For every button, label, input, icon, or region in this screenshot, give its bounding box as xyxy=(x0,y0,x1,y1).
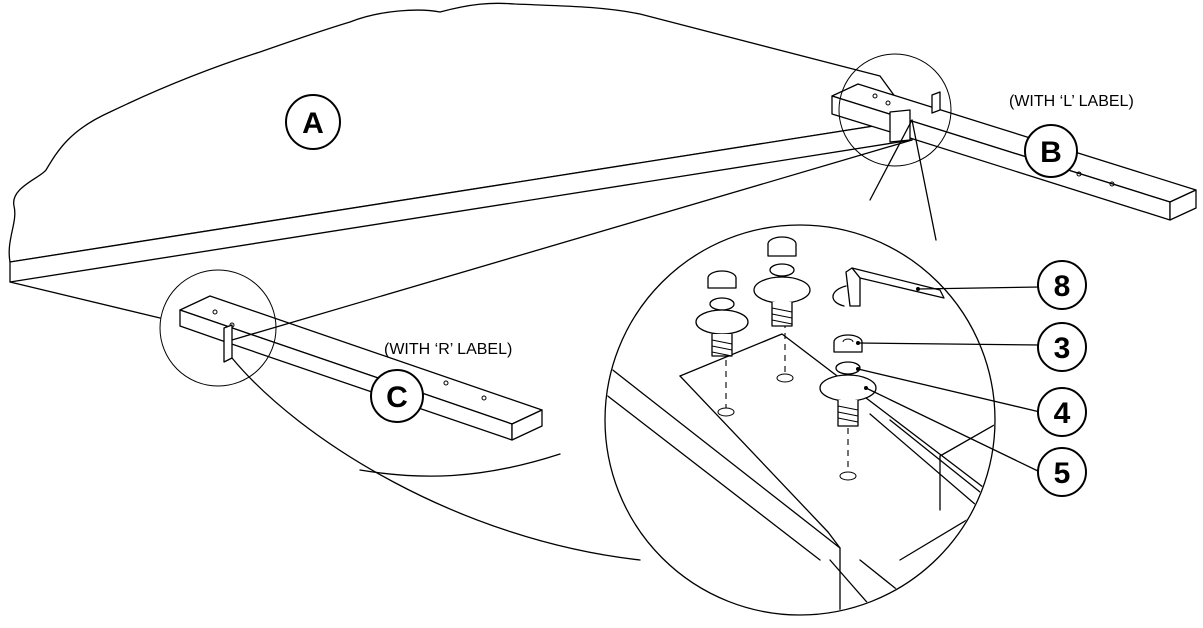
label-a: A xyxy=(285,94,341,150)
label-8: 8 xyxy=(1037,260,1087,310)
label-4-text: 4 xyxy=(1054,397,1071,430)
bolt-assembly-2 xyxy=(753,236,811,327)
detail-circle-c xyxy=(159,269,277,387)
label-4: 4 xyxy=(1037,387,1087,437)
tabletop xyxy=(8,2,913,477)
rail-b xyxy=(831,83,1197,221)
right-rail-note: (WITH ‘R’ LABEL) xyxy=(384,341,512,358)
allen-key xyxy=(832,267,945,307)
label-b-text: B xyxy=(1040,136,1062,169)
label-a-text: A xyxy=(302,107,324,140)
label-3: 3 xyxy=(1037,322,1087,372)
label-b: B xyxy=(1024,124,1078,178)
label-3-text: 3 xyxy=(1054,332,1071,365)
label-8-text: 8 xyxy=(1054,270,1071,303)
magnified-detail xyxy=(604,224,996,616)
bolt-assembly-1 xyxy=(695,270,749,357)
label-c: C xyxy=(370,369,424,423)
label-c-text: C xyxy=(386,381,408,414)
bolt-assembly-3 xyxy=(819,334,877,427)
label-5: 5 xyxy=(1037,447,1087,497)
leader-lines xyxy=(856,286,1041,473)
label-5-text: 5 xyxy=(1054,457,1071,490)
detail-circle-b xyxy=(838,53,952,167)
left-rail-note: (WITH ‘L’ LABEL) xyxy=(1009,93,1134,110)
